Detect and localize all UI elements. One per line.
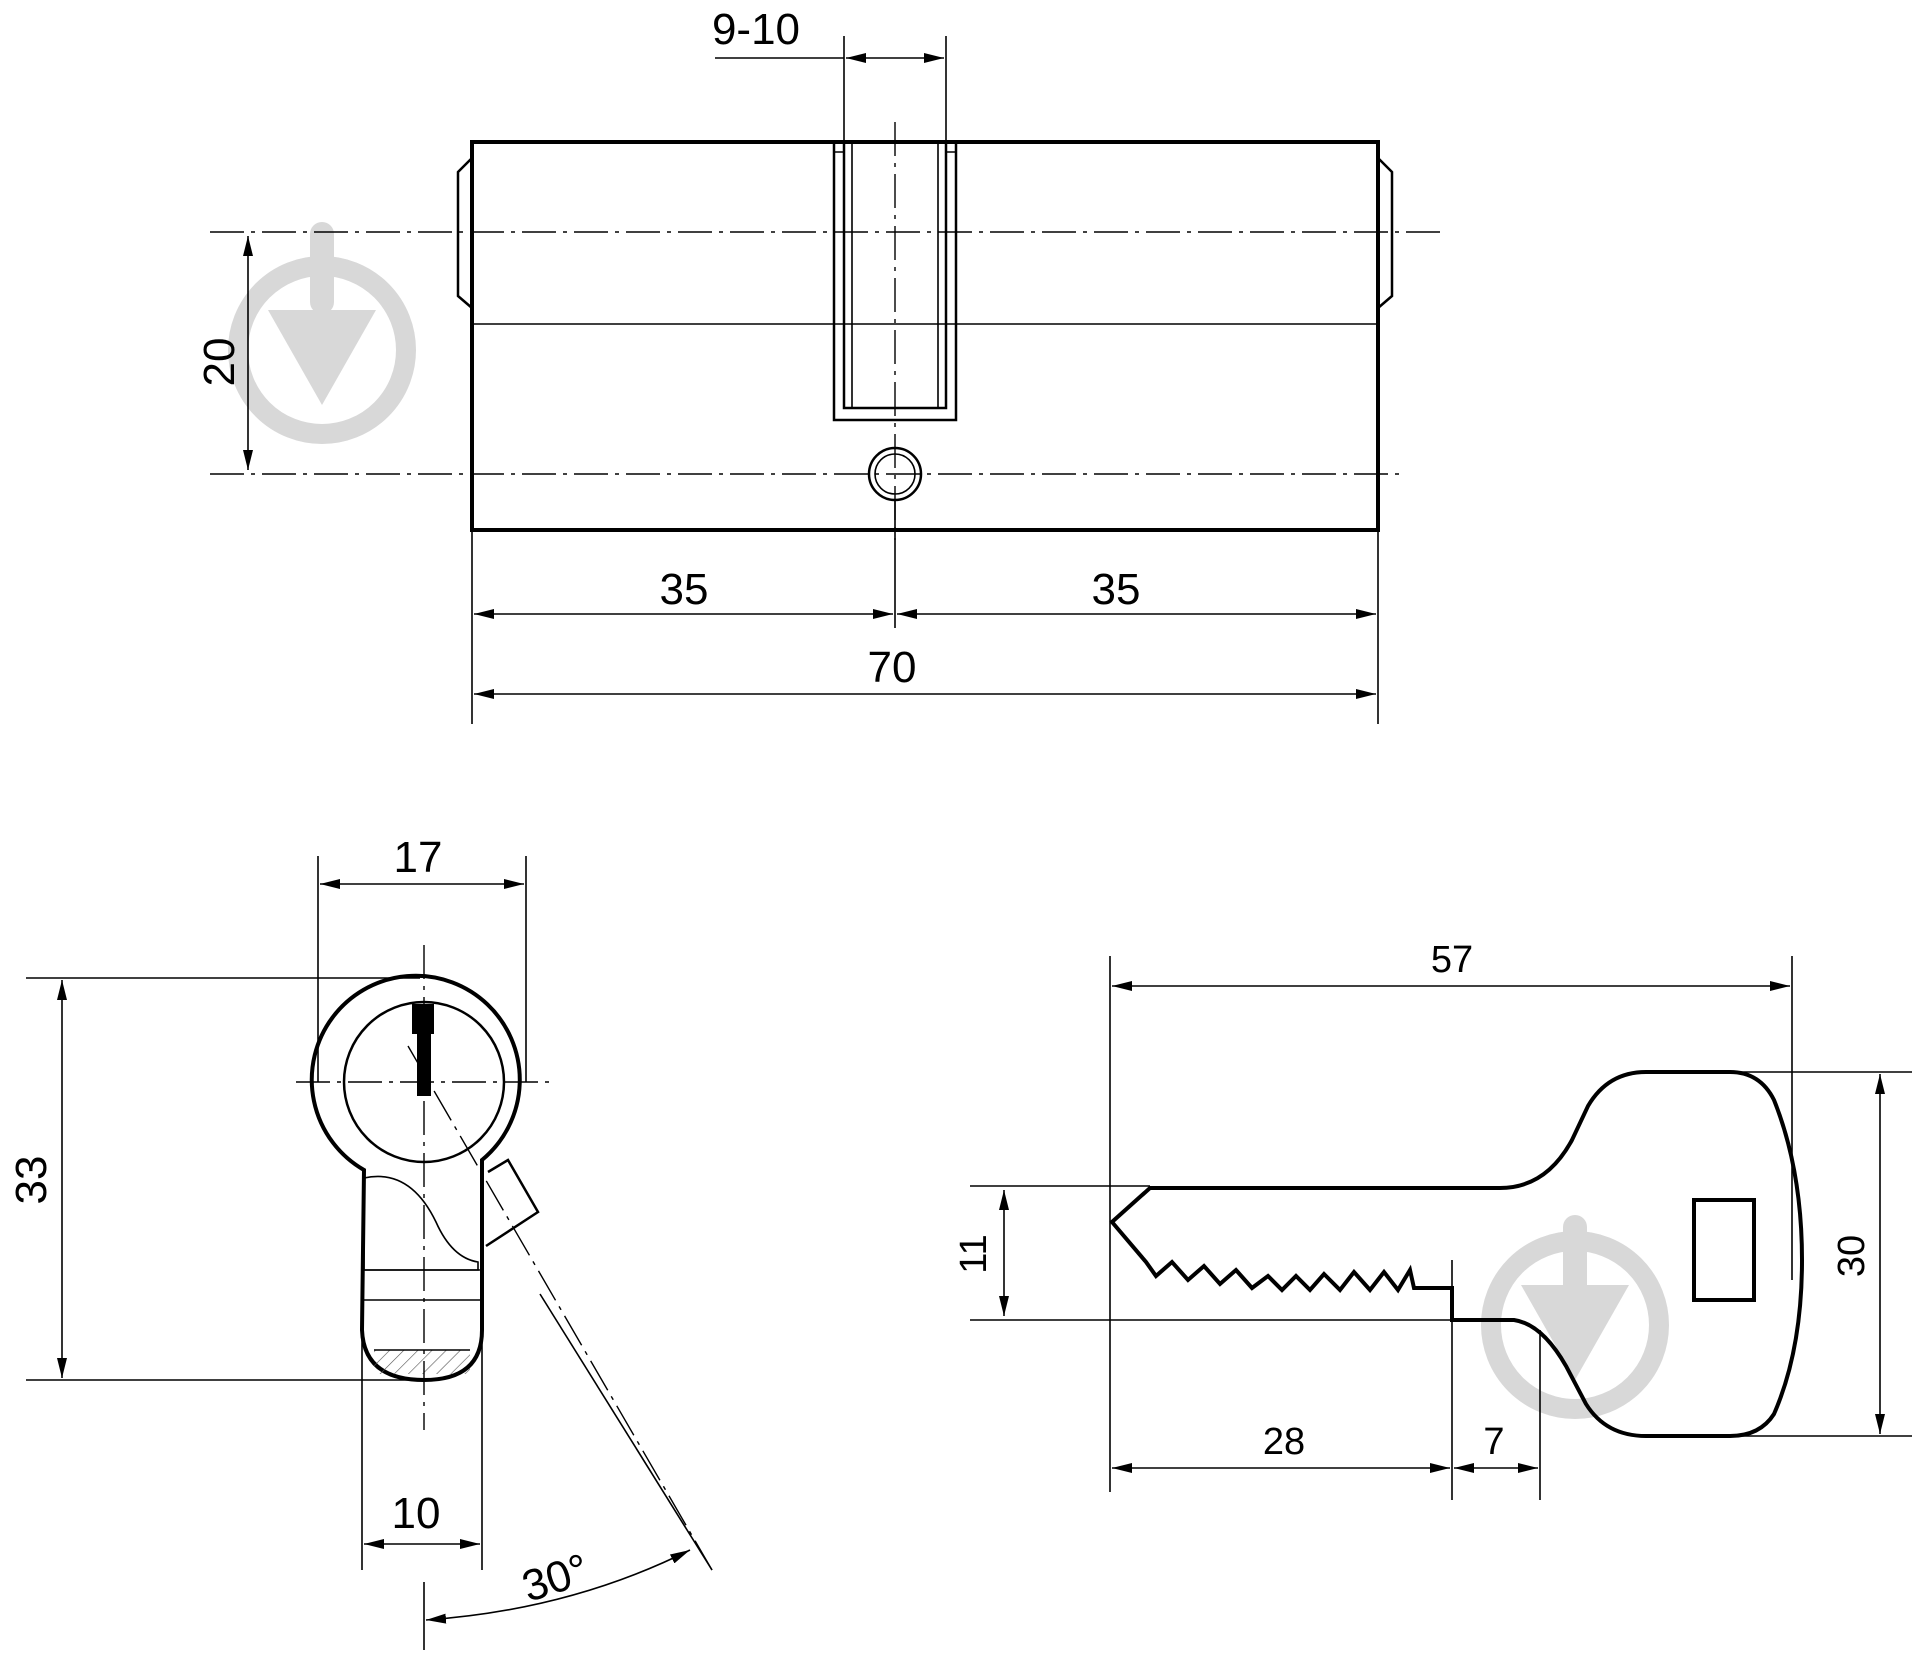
dim-profile-height: 33 (7, 1156, 56, 1205)
dim-head-height: 30 (1831, 1235, 1873, 1277)
profile-outline (309, 973, 522, 1383)
key-view: 57 11 30 28 7 (953, 939, 1912, 1500)
dim-blade-height: 11 (953, 1234, 995, 1273)
dim-left-length: 35 (660, 565, 709, 614)
watermark-logo-right (1481, 1215, 1669, 1419)
key-outline (1109, 1070, 1805, 1438)
right-end-cap (1377, 157, 1394, 309)
watermark-logo-left (228, 222, 416, 444)
cylinder-body (470, 140, 1380, 532)
cylinder-profile-view: 17 33 10 30° (7, 833, 713, 1650)
dim-blade-length: 28 (1263, 1421, 1305, 1463)
cylinder-side-view: 9-10 20 35 35 70 (195, 5, 1440, 724)
dim-cam-angle: 30° (516, 1545, 594, 1612)
dim-key-shoulder: 7 (1483, 1421, 1504, 1463)
dim-right-length: 35 (1092, 565, 1141, 614)
cam (485, 1158, 540, 1248)
dim-total-length: 70 (868, 643, 917, 692)
dim-profile-bottom: 10 (392, 1489, 441, 1538)
dim-key-length: 57 (1431, 939, 1473, 981)
keyway-top (412, 1004, 434, 1034)
left-end-cap (456, 157, 473, 309)
dim-cam-slot: 9-10 (712, 5, 800, 54)
dim-profile-width: 17 (394, 833, 443, 882)
hatched-section (363, 1175, 479, 1271)
cam-slot (832, 142, 958, 422)
key-head-slot (1692, 1198, 1756, 1302)
dim-axis-offset: 20 (195, 338, 244, 387)
